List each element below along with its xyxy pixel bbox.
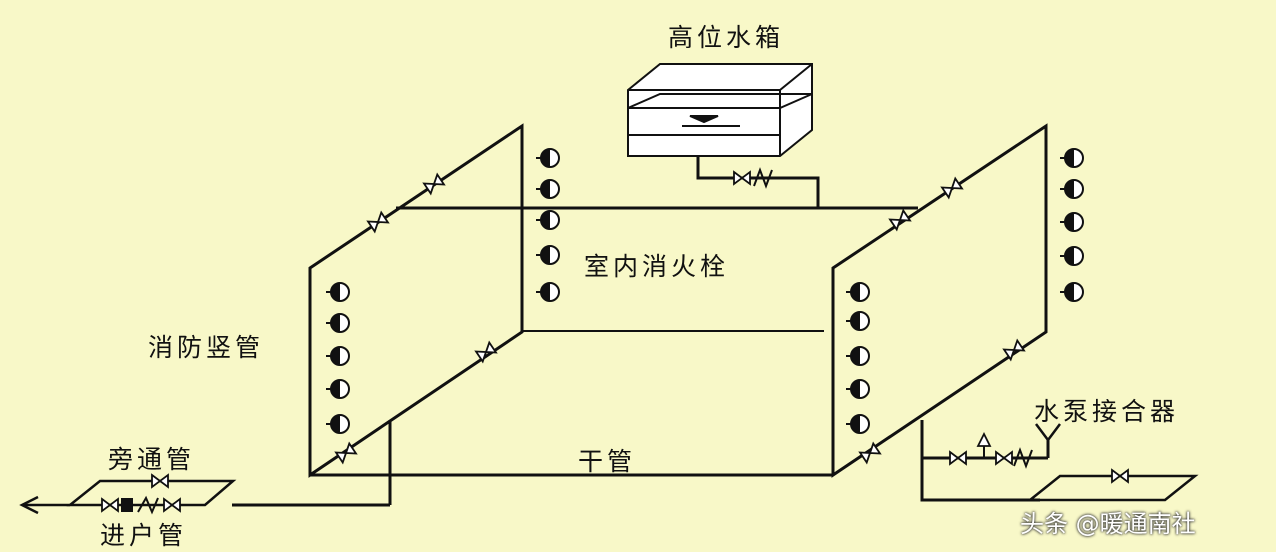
bypass-loop [66,479,237,507]
hydrants-left-lower [325,282,350,434]
connector-label: 水泵接合器 [1034,397,1180,426]
tank-valve-icon [733,171,751,185]
watermark: 头条 @暖通南社 [1020,510,1196,538]
connector-check-valve-icon [1013,447,1033,469]
hydrants-right-upper [1059,148,1084,302]
high-water-tank [627,63,813,157]
bypass-valve-icon [151,474,169,488]
hydrants-left-upper [535,148,560,302]
safety-valve-icon [976,431,992,458]
tank-check-valve-icon [753,167,773,189]
connector-bypass-loop [1026,474,1199,502]
inlet-arrow [19,495,70,515]
riser-valves [335,173,1025,464]
main-pipe-label: 干管 [578,447,637,476]
connector-bypass-valve-icon [1111,469,1129,483]
riser-label: 消防竖管 [148,333,265,362]
water-meter-icon [121,498,133,512]
tank-outlet-pipe [696,155,820,208]
connector-valve-icon-2 [995,451,1013,465]
right-panel-outline [831,123,1048,478]
connector-valve-icon [949,451,967,465]
hydrant-label: 室内消火栓 [584,252,730,281]
hydrants-right-lower [845,282,870,434]
inlet-valve-icon-2 [163,498,181,512]
check-valve-icon [137,495,159,515]
pump-connector-inlet-icon [1035,423,1061,443]
bypass-label: 旁通管 [108,445,196,474]
connector-pipe [920,420,1040,502]
inlet-label: 进户管 [100,521,188,550]
tank-label: 高位水箱 [668,23,785,52]
inlet-valve-icon [101,498,119,512]
